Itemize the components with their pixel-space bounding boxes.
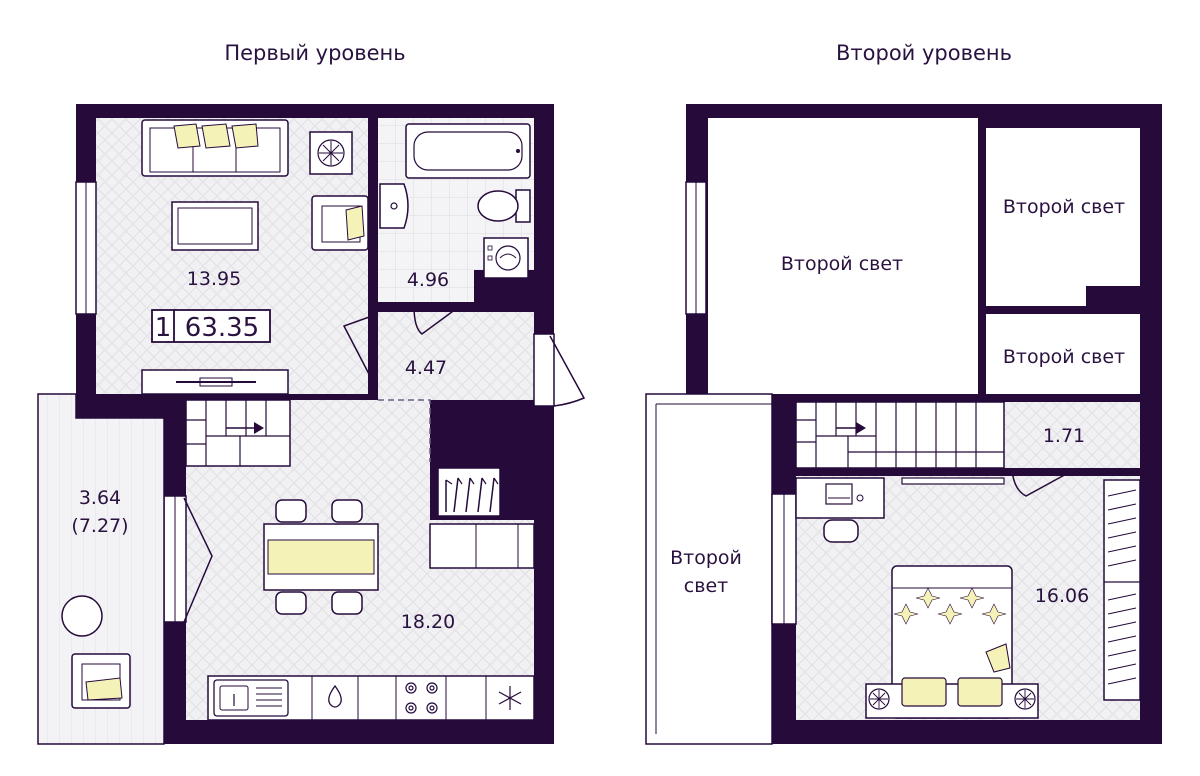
total-area-badge: 1 63.35 — [151, 309, 271, 343]
desk — [795, 477, 885, 543]
stairs-level-1 — [185, 399, 291, 467]
bedroom-area: 16.06 — [1035, 585, 1089, 607]
balcony-area: 3.64 — [79, 487, 121, 509]
void-top-right-label: Второй свет — [1003, 196, 1125, 218]
kitchen-sink — [213, 679, 289, 717]
balcony-floor — [37, 393, 165, 745]
balcony-door — [183, 497, 213, 623]
washing-machine — [483, 237, 529, 279]
hall-wardrobe — [445, 477, 499, 513]
coffee-table — [171, 201, 259, 251]
bathroom-area: 4.96 — [407, 269, 449, 291]
toilet — [477, 189, 531, 223]
kitchen-cabinets — [429, 523, 535, 569]
armchair — [311, 195, 369, 251]
void-mid-right — [986, 314, 1140, 394]
void-left-label-line1: Второй — [670, 547, 742, 569]
void-main-label: Второй свет — [781, 253, 903, 275]
rooms-count: 1 — [155, 313, 172, 343]
level-2-plan: Второй свет Второй свет Второй свет Втор… — [645, 104, 1162, 745]
balcony-table — [61, 595, 103, 637]
drop-icon — [328, 684, 342, 708]
bed — [865, 565, 1039, 719]
hall-window — [533, 333, 555, 407]
snowflake-icon — [498, 686, 522, 710]
sink — [379, 183, 409, 229]
balcony-area-full: (7.27) — [71, 515, 128, 537]
void-main — [708, 118, 978, 394]
corridor-area: 1.71 — [1043, 425, 1085, 447]
fan-icon — [309, 131, 353, 175]
tv-stand — [141, 369, 289, 395]
dining-table — [263, 499, 379, 615]
level-1-plan: 13.95 4.96 4.47 18.20 3.64 (7.27) 1 63.3… — [37, 104, 586, 745]
kitchen-opening — [378, 399, 431, 462]
entrance-door — [549, 335, 586, 407]
level-1-title: Первый уровень — [224, 41, 405, 65]
wall-tv — [901, 477, 1005, 485]
bedroom-wardrobe — [1103, 479, 1141, 701]
stairs-level-2 — [795, 401, 1005, 469]
kitchen-area: 18.20 — [401, 611, 455, 633]
level-2-title: Второй уровень — [836, 41, 1012, 65]
total-area: 63.35 — [185, 313, 259, 343]
living-door — [342, 315, 373, 377]
bedroom-door — [1011, 469, 1071, 497]
void-left — [645, 393, 773, 745]
void-top-right — [986, 128, 1140, 306]
living-room-area: 13.95 — [187, 268, 241, 290]
void-left-label-line2: свет — [684, 575, 728, 597]
bathroom-door — [413, 305, 461, 335]
balcony-armchair — [71, 653, 131, 709]
hall-area: 4.47 — [405, 357, 447, 379]
void-mid-right-label: Второй свет — [1003, 346, 1125, 368]
sofa — [141, 119, 289, 177]
bathtub — [405, 123, 531, 179]
hall-floor — [378, 312, 546, 404]
stove-icon — [405, 682, 438, 714]
